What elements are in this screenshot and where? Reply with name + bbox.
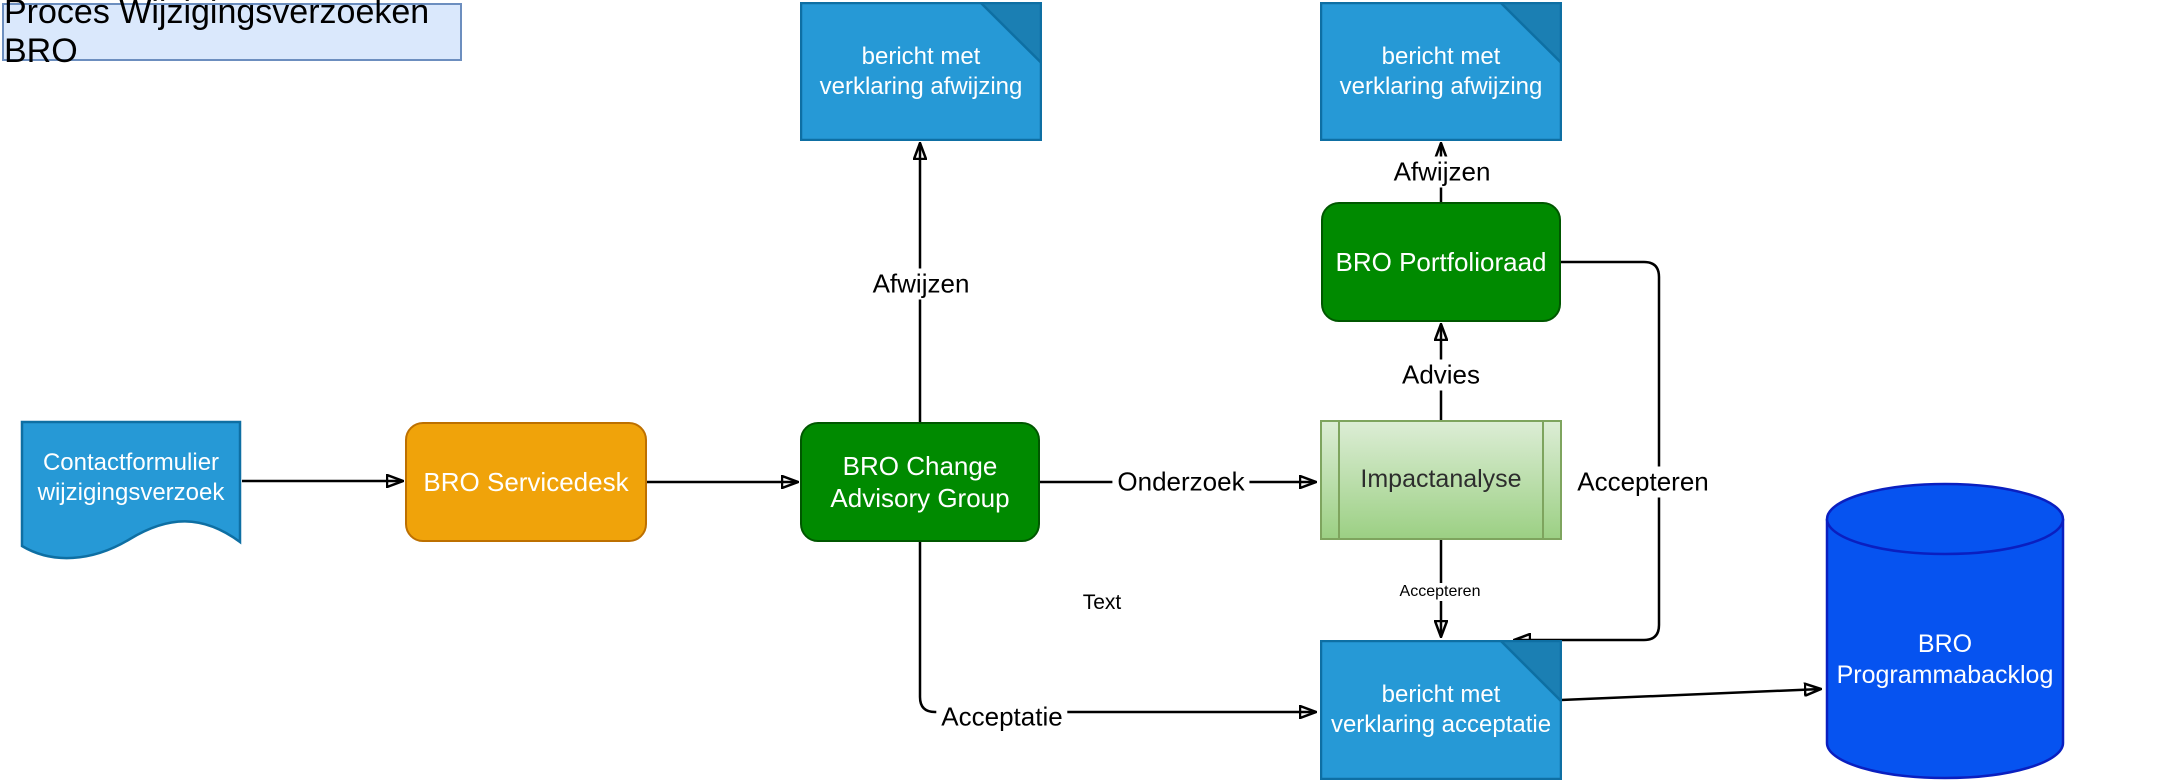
note-fold <box>1498 2 1562 66</box>
node-label: Contactformulier wijzigingsverzoek <box>37 448 225 506</box>
cylinder-shape <box>1825 482 2065 780</box>
node-label: BRO Programmabacklog <box>1836 629 2054 689</box>
edge-cag-to-note-acceptatie[interactable] <box>918 542 1316 712</box>
note-shape <box>1320 2 1562 141</box>
node-portfolioraad[interactable]: BRO Portfolioraad <box>1321 202 1561 322</box>
node-contactformulier[interactable]: Contactformulier wijzigingsverzoek <box>20 420 242 560</box>
node-note-afwijzing-2[interactable]: bericht met verklaring afwijzing <box>1320 2 1562 141</box>
edge-label-accepteren-right[interactable]: Accepteren <box>1572 466 1714 498</box>
node-label: BRO Change Advisory Group <box>830 450 1010 514</box>
note-shape <box>800 2 1042 141</box>
edge-label-advies[interactable]: Advies <box>1396 359 1486 391</box>
node-label: bericht met verklaring acceptatie <box>1330 681 1552 738</box>
edge-label-text[interactable]: Text <box>1082 591 1122 614</box>
edge-label-afwijzen-portfolio[interactable]: Afwijzen <box>1388 156 1496 188</box>
edge-label-accepteren-small[interactable]: Accepteren <box>1394 583 1486 601</box>
edge-note-acceptatie-to-backlog[interactable] <box>1560 689 1821 702</box>
node-servicedesk[interactable]: BRO Servicedesk <box>405 422 647 542</box>
note-shape <box>1320 640 1562 780</box>
node-label: BRO Servicedesk <box>423 466 629 497</box>
edge-label-afwijzen-cag[interactable]: Afwijzen <box>867 268 975 300</box>
edge-label-onderzoek[interactable]: Onderzoek <box>1112 466 1250 498</box>
edge-portfolioraad-to-note-acceptatie[interactable] <box>1514 260 1661 640</box>
note-fold <box>978 2 1042 66</box>
node-note-acceptatie[interactable]: bericht met verklaring acceptatie <box>1320 640 1562 780</box>
node-impactanalyse[interactable]: Impactanalyse <box>1320 420 1562 540</box>
node-note-afwijzing-1[interactable]: bericht met verklaring afwijzing <box>800 2 1042 141</box>
node-change-advisory-group[interactable]: BRO Change Advisory Group <box>800 422 1040 542</box>
node-label: bericht met verklaring afwijzing <box>1339 42 1543 100</box>
document-shape <box>20 420 242 560</box>
node-programmabacklog[interactable]: BRO Programmabacklog <box>1825 482 2065 780</box>
note-fold <box>1498 640 1562 704</box>
diagram-title[interactable]: Proces Wijzigingsverzoeken BRO <box>2 0 462 70</box>
edge-label-acceptatie[interactable]: Acceptatie <box>936 701 1068 733</box>
node-label: Impactanalyse <box>1360 465 1522 494</box>
process-bar-left <box>1338 422 1340 538</box>
node-label: BRO Portfolioraad <box>1335 246 1547 277</box>
process-bar-right <box>1542 422 1544 538</box>
node-label: bericht met verklaring afwijzing <box>819 42 1023 100</box>
